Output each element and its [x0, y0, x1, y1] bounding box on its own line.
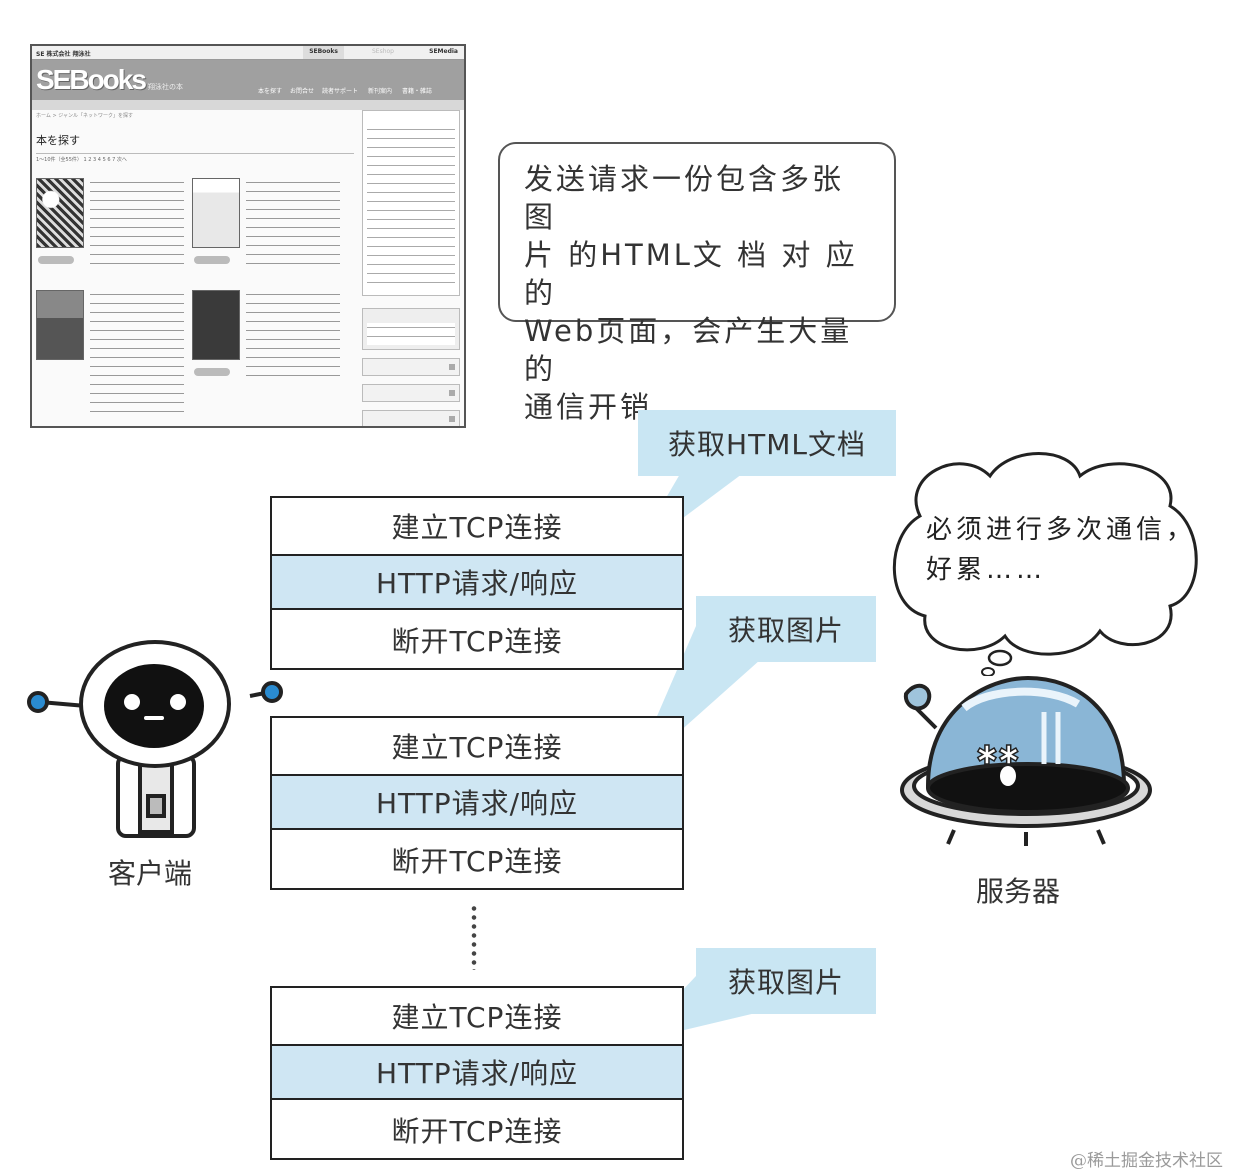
sidebar-promo-box	[362, 308, 460, 350]
speech-text: 发送请求一份包含多张图 片 的HTML文 档 对 应 的 Web页面，会产生大量…	[524, 160, 870, 426]
site-sidebar	[362, 110, 460, 426]
svg-text:✱✱: ✱✱	[976, 741, 1020, 771]
site-heading: 本を探す	[36, 134, 80, 147]
thought-text: 必须进行多次通信， 好累……	[926, 510, 1196, 590]
connection-stack-image-1: 建立TCP连接 HTTP请求/响应 断开TCP连接	[270, 716, 684, 890]
site-tab-books: SEBooks	[303, 46, 344, 59]
step-http-request-response: HTTP请求/响应	[272, 1044, 682, 1100]
site-nav-item: 読者サポート	[322, 88, 359, 95]
step-tcp-connect: 建立TCP连接	[391, 1001, 563, 1034]
site-nav-item: 本を探す	[258, 88, 283, 95]
server-label: 服务器	[976, 875, 1061, 908]
callout-get-html: 获取HTML文档	[668, 428, 866, 461]
thought-line: 必须进行多次通信，	[926, 515, 1197, 545]
book-details	[90, 290, 184, 420]
site-logo-sub: 翔泳社の本	[148, 83, 183, 91]
ellipsis-dots	[470, 904, 478, 970]
step-tcp-connect: 建立TCP连接	[391, 511, 563, 544]
site-nav: 本を探す お問合せ 読者サポート 新刊案内 書籍・雑誌	[32, 88, 464, 110]
speech-line: 发送请求一份包含多张图	[524, 162, 845, 234]
site-nav-item: 新刊案内	[368, 88, 393, 95]
site-tab-shop: SEshop	[371, 48, 394, 55]
step-tcp-disconnect: 断开TCP连接	[391, 625, 563, 658]
connection-stack-html: 建立TCP连接 HTTP请求/响应 断开TCP连接	[270, 496, 684, 670]
site-nav-item: お問合せ	[290, 88, 315, 95]
book-cover	[36, 178, 84, 248]
client-robot-icon	[27, 640, 283, 838]
book-cart-button	[194, 368, 230, 376]
sidebar-news-box	[362, 110, 460, 296]
book-cover	[36, 290, 84, 360]
book-details	[246, 178, 340, 268]
book-item	[36, 178, 186, 278]
server-robot-icon: ✱✱	[900, 675, 1152, 846]
speech-box: 发送请求一份包含多张图 片 的HTML文 档 对 应 的 Web页面，会产生大量…	[498, 142, 896, 424]
client-label: 客户端	[108, 857, 193, 890]
site-topbar-company: SE 株式会社 翔泳社	[36, 51, 91, 58]
watermark: @稀土掘金技术社区	[1070, 1151, 1223, 1171]
sidebar-genre-row	[362, 358, 460, 376]
site-topbar: SE 株式会社 翔泳社 SEBooks SEshop SEMedia	[32, 46, 464, 60]
site-tab-media: SEMedia	[429, 48, 458, 55]
book-details	[246, 290, 340, 380]
book-cover	[192, 290, 240, 360]
speech-line: 片 的HTML文 档 对 应 的	[524, 238, 858, 310]
website-screenshot: SE 株式会社 翔泳社 SEBooks SEshop SEMedia SEBoo…	[30, 44, 466, 428]
callout-get-image: 获取图片	[727, 614, 844, 647]
connection-stack-image-2: 建立TCP连接 HTTP请求/响应 断开TCP连接	[270, 986, 684, 1160]
book-cover	[192, 178, 240, 248]
sidebar-date-row	[362, 410, 460, 426]
speech-line: Web页面，会产生大量的	[524, 314, 853, 386]
thought-line: 好累……	[926, 555, 1047, 585]
step-http-request-response: HTTP请求/响应	[272, 554, 682, 610]
step-http-request-response: HTTP请求/响应	[272, 774, 682, 830]
book-item	[192, 290, 342, 390]
site-breadcrumb: ホーム > ジャンル「ネットワーク」を探す	[36, 113, 133, 119]
book-cart-button	[194, 256, 230, 264]
step-tcp-disconnect: 断开TCP连接	[391, 1115, 563, 1148]
site-divider	[36, 153, 354, 154]
site-pager: 1〜10件（全55件） 1 2 3 4 5 6 7 次へ	[36, 157, 127, 163]
site-logo: SEBooks	[36, 64, 147, 95]
book-details	[90, 178, 184, 268]
book-cart-button	[38, 256, 74, 264]
step-tcp-disconnect: 断开TCP连接	[391, 845, 563, 878]
thought-cloud-icon	[892, 452, 1198, 676]
book-item	[192, 178, 342, 278]
step-tcp-connect: 建立TCP连接	[391, 731, 563, 764]
site-header: SEBooks 翔泳社の本	[32, 60, 464, 100]
book-item	[36, 290, 186, 420]
site-nav-item: 書籍・雑誌	[402, 88, 433, 95]
callout-get-image: 获取图片	[727, 966, 844, 999]
sidebar-series-row	[362, 384, 460, 402]
